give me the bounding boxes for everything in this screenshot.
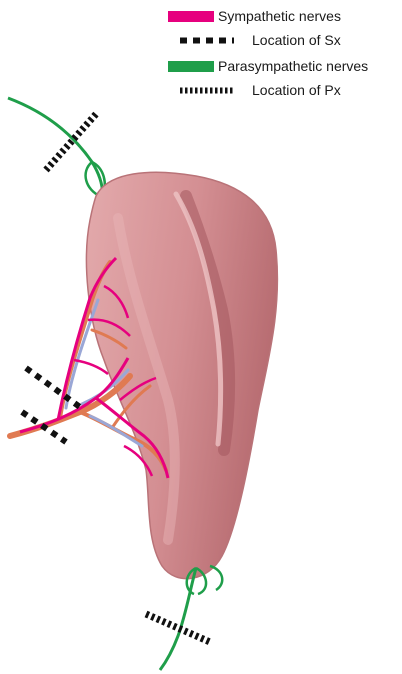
legend-label-parasympathetic: Parasympathetic nerves — [218, 58, 368, 74]
legend-item-px: Location of Px — [168, 80, 398, 102]
legend-label-sx: Location of Sx — [252, 32, 341, 48]
parasympathetic-swatch — [168, 61, 214, 72]
legend-label-px: Location of Px — [252, 82, 341, 98]
parasympathetic-nerve-bottom — [160, 566, 222, 670]
sympathetic-swatch — [168, 11, 214, 22]
legend: Sympathetic nerves Location of Sx Parasy… — [168, 6, 398, 106]
legend-item-sx: Location of Sx — [168, 30, 398, 52]
legend-label-sympathetic: Sympathetic nerves — [218, 8, 341, 24]
parasympathetic-nerve-top — [8, 98, 105, 200]
legend-item-sympathetic: Sympathetic nerves — [168, 6, 398, 28]
legend-item-parasympathetic: Parasympathetic nerves — [168, 56, 398, 78]
px-dash-swatch — [180, 87, 234, 94]
spleen — [86, 172, 277, 578]
sx-dash-swatch — [180, 37, 234, 44]
